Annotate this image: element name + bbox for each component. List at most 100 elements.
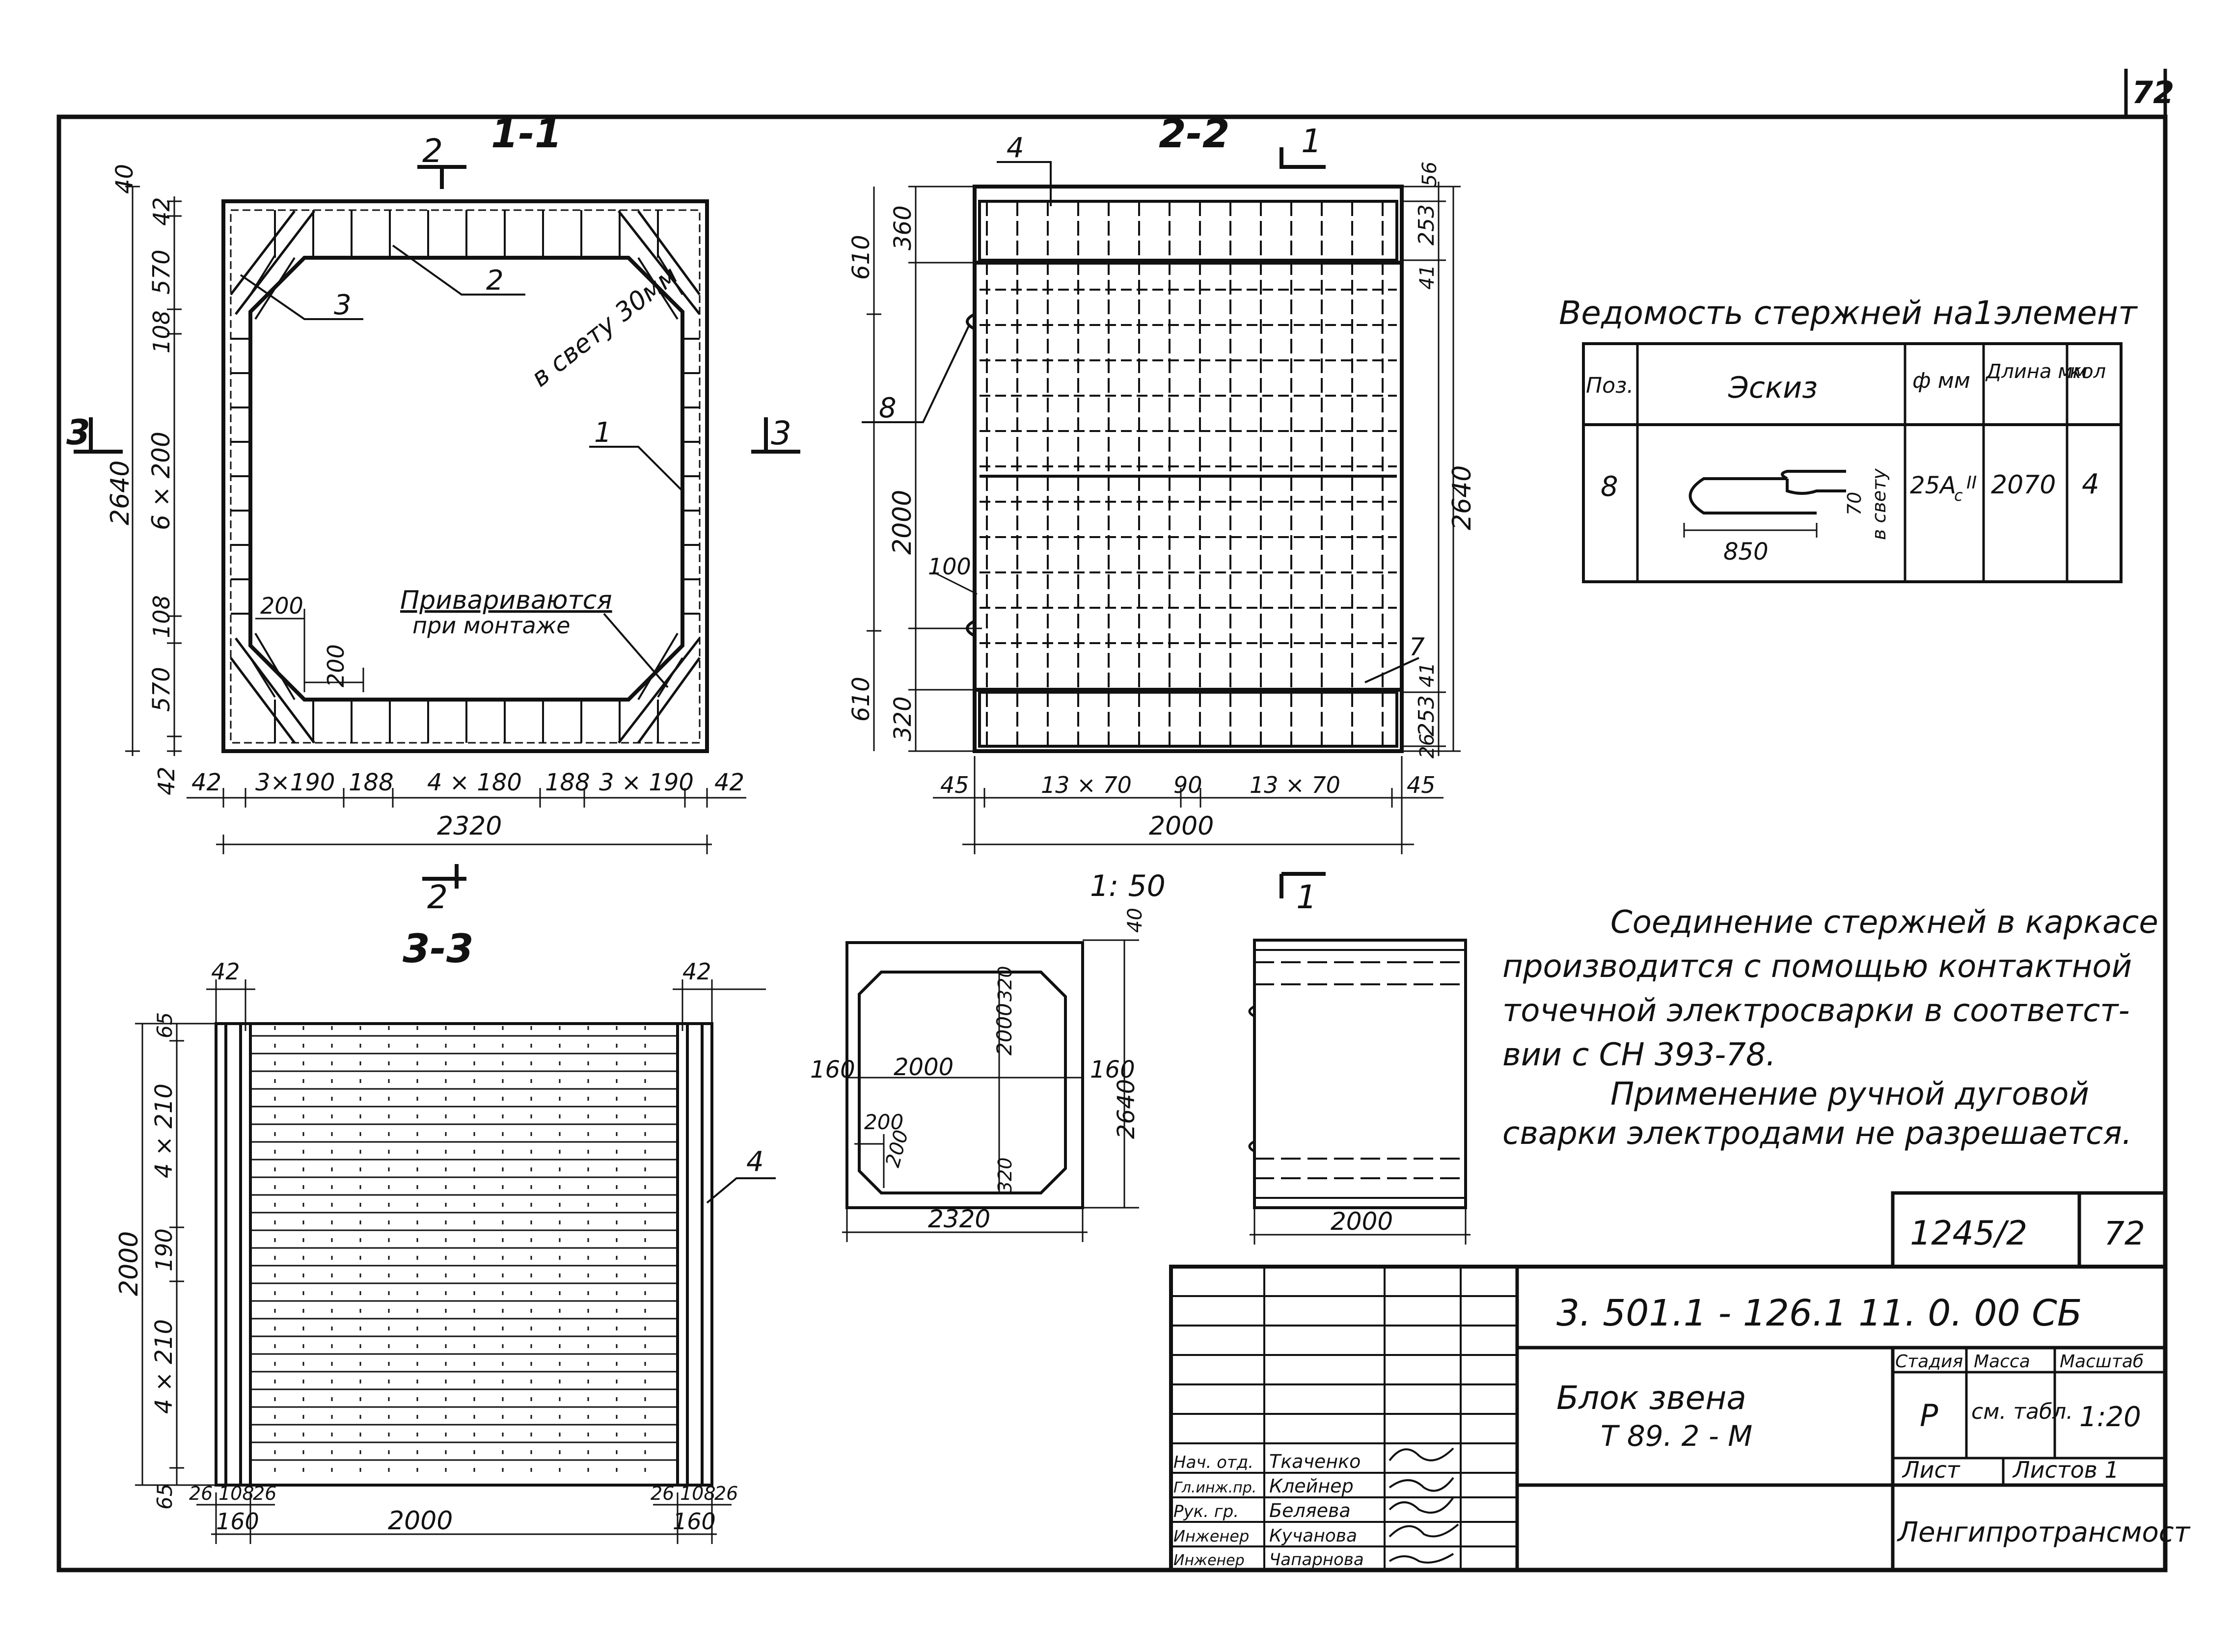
dim-overall-width-2320: 2320: [437, 812, 502, 841]
section-1-1-left-dims: [125, 186, 182, 756]
dim-left-108-top: 108: [148, 310, 175, 353]
longitudinal-bars: [250, 1026, 678, 1483]
note-line-3: точечной электросварки в соответст-: [1502, 993, 2130, 1029]
section-3-3-left-dims: [135, 1023, 221, 1486]
dim-2-2-2000-width: 2000: [1149, 812, 1214, 841]
dim-left-6x200: 6 × 200: [147, 432, 175, 530]
dim-3-3-108-b: 108: [680, 1483, 716, 1504]
section-1-1-inner-contour: [248, 256, 684, 702]
cut-mark-2-bottom: 2: [427, 878, 448, 916]
callout-4-top: 4: [1007, 132, 1024, 164]
small-dim-160-left: 160: [810, 1056, 855, 1083]
small-side-view: 2000: [1248, 939, 1471, 1245]
dim-bottom-42-right: 42: [714, 769, 744, 796]
note-line-6: сварки электродами не разрешается.: [1502, 1115, 2132, 1152]
small-dim-160-right: 160: [1090, 1056, 1135, 1083]
sheet-corner-number: 72: [2132, 75, 2174, 110]
section-2-2-outer-contour: [973, 185, 1404, 753]
dim-2-2-253-bottom: 253: [1414, 695, 1439, 736]
cut-arrow-2-top: [417, 165, 466, 189]
side-mark-3-right: 3: [771, 414, 791, 452]
dim-3-3-26-a: 26: [189, 1483, 213, 1504]
schedule-bar-sketch: [1688, 470, 1846, 515]
sig-role-4: Инженер: [1173, 1527, 1249, 1545]
sheets-label: Листов 1: [2012, 1457, 2119, 1483]
dim-bottom-3x190-left: 3×190: [255, 769, 335, 796]
cut-mark-1-top: 1: [1301, 122, 1322, 160]
inner-dim-200-b: 200: [323, 644, 349, 687]
sig-role-3: Рук. гр.: [1173, 1502, 1239, 1521]
section-3-3-inner-field: [249, 1022, 679, 1487]
bottom-band: [978, 691, 1398, 748]
sig-role-2: Гл.инж.пр.: [1173, 1479, 1256, 1496]
top-band: [978, 200, 1398, 262]
dim-2-2-41-top: 41: [1416, 265, 1439, 290]
schedule-sketch-dim: [1683, 523, 1818, 538]
schedule-row-diameter-class: II: [1966, 473, 1977, 493]
dim-2-2-360: 360: [889, 205, 917, 250]
callout-3-3-4: 4: [746, 1146, 764, 1178]
stage-label: Стадия: [1895, 1352, 1963, 1372]
dim-2-2-2640: 2640: [1447, 465, 1477, 530]
album-page: 72: [2104, 1215, 2145, 1252]
haunch-bars: [230, 210, 701, 744]
dim-3-3-42-left: 42: [211, 958, 240, 985]
note-weld-leader: [603, 613, 669, 688]
small-dim-320-bottom: 320: [994, 1157, 1016, 1193]
schedule-sketch-note: в свету: [1868, 468, 1890, 540]
sig-name-1: Ткаченко: [1269, 1451, 1361, 1472]
dim-bottom-188-left: 188: [349, 769, 394, 796]
bar-schedule: Ведомость стержней на1элемент Поз. Эскиз…: [1559, 294, 2138, 583]
small-dim-2000-v: 2000: [992, 1003, 1016, 1056]
small-dim-2640: 2640: [1113, 1079, 1140, 1139]
schedule-header-count: кол: [2070, 360, 2106, 383]
section-1-1-title: 1-1: [491, 111, 562, 157]
sig-role-5: Инженер: [1173, 1552, 1245, 1569]
callout-7: 7: [1409, 633, 1425, 661]
dim-3-3-26-b: 26: [253, 1483, 276, 1504]
callout-8: 8: [879, 392, 897, 424]
document-code: 3. 501.1 - 126.1 11. 0. 00 СБ: [1556, 1292, 2082, 1334]
note-clear-gap: в свету 30мм: [526, 261, 683, 393]
dim-left-108-bottom: 108: [148, 595, 175, 638]
sheet-label: Лист: [1902, 1457, 1961, 1483]
callout-3: 3: [334, 289, 352, 321]
callout-2: 2: [486, 265, 504, 297]
dim-2-2-26: 26: [1416, 733, 1439, 758]
dim-2-2-2000: 2000: [888, 490, 917, 555]
callout-7-leader: [1364, 657, 1419, 683]
mass-value: см. табл.: [1971, 1399, 2073, 1424]
callout-1: 1: [594, 417, 612, 449]
mesh-grid: [980, 201, 1397, 746]
dim-2-2-13x70-right: 13 × 70: [1250, 772, 1340, 798]
note-line-2: производится с помощью контактной: [1502, 948, 2132, 985]
dim-2-2-45-right: 45: [1407, 772, 1436, 798]
schedule-row-diameter-sub: с: [1954, 486, 1963, 505]
callout-2-leader: [392, 244, 525, 296]
small-dim-2000-h: 2000: [894, 1054, 953, 1081]
sig-name-5: Чапарнова: [1269, 1550, 1364, 1570]
schedule-row-pos: 8: [1601, 471, 1618, 503]
mass-label: Масса: [1974, 1352, 2030, 1372]
dim-3-3-65-top: 65: [153, 1012, 177, 1038]
dim-3-3-160-right: 160: [673, 1508, 716, 1535]
scale-label: Масштаб: [2060, 1352, 2144, 1372]
haunch-hatch: [249, 254, 683, 701]
cage-studs: [231, 210, 700, 743]
dim-left-570-bottom: 570: [148, 667, 175, 712]
schedule-row-diameter: 25А: [1910, 472, 1956, 499]
section-2-2-right-dims: [1402, 182, 1461, 756]
schedule-title: Ведомость стержней на1элемент: [1559, 294, 2138, 332]
side-mark-3-left: 3: [66, 412, 90, 453]
callout-4-leader: [997, 161, 1052, 206]
dim-3-3-190: 190: [151, 1228, 177, 1272]
schedule-sketch-70: 70: [1844, 492, 1865, 515]
dim-2-2-41-bottom: 41: [1416, 662, 1439, 687]
section-2-2-bottom-dims: [933, 756, 1443, 854]
note-line-1: Соединение стержней в каркасе: [1610, 904, 2158, 941]
organization-name: Ленгипротрансмост: [1897, 1517, 2191, 1548]
signature-scribbles: [1389, 1447, 1459, 1564]
schedule-header-length: Длина мм: [1985, 360, 2088, 383]
album-number: 1245/2: [1910, 1214, 2027, 1253]
